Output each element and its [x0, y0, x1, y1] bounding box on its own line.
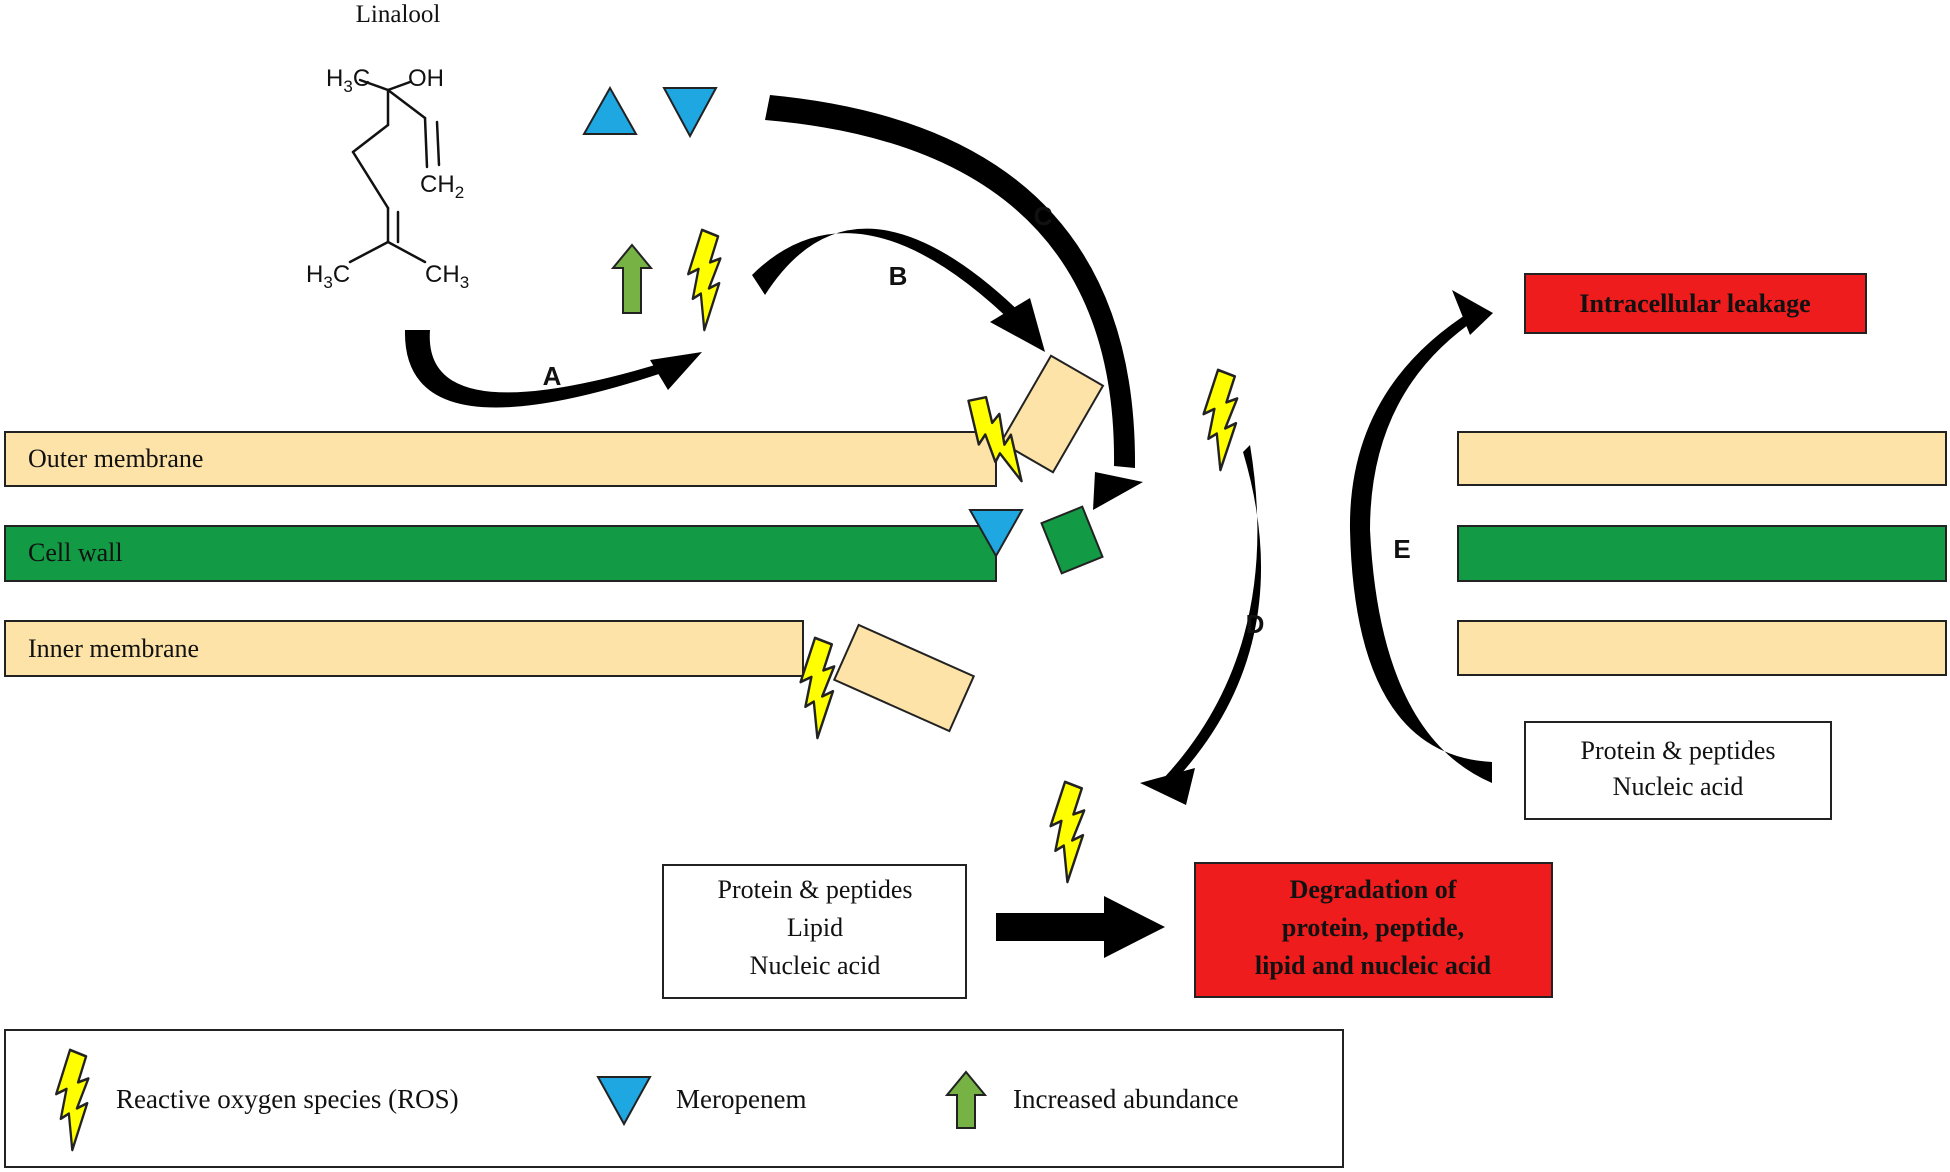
legend-ros-label: Reactive oxygen species (ROS): [116, 1084, 459, 1114]
arrow-d: [1140, 445, 1262, 805]
linalool-structure: [348, 78, 441, 264]
cell-wall-right: [1457, 525, 1947, 582]
inner-membrane-fragment: [832, 623, 976, 733]
ros-bolt-inner-icon: [799, 636, 836, 740]
step-label-d: D: [1246, 609, 1265, 639]
inner-membrane-left: [4, 620, 804, 677]
outer-membrane-fragment: [999, 354, 1105, 474]
center-contents-line-1: Protein & peptides: [718, 875, 913, 904]
legend-box: [4, 1029, 1344, 1168]
legend-increase-icon: [944, 1070, 988, 1129]
arrow-b: [752, 228, 1045, 352]
outer-membrane-label: Outer membrane: [28, 444, 203, 473]
cell-wall-label: Cell wall: [28, 538, 123, 567]
arrow-e: [1349, 290, 1493, 783]
inner-membrane-label: Inner membrane: [28, 634, 199, 663]
leakage-label: Intracellular leakage: [1579, 289, 1810, 318]
step-label-c: C: [1034, 201, 1053, 231]
cell-wall-fragment: [1040, 505, 1104, 575]
increase-arrow-icon: [610, 243, 654, 314]
arrow-degradation: [996, 896, 1165, 958]
molecule-name: Linalool: [356, 1, 441, 28]
meropenem-down-icon: [662, 87, 718, 139]
center-contents-line-3: Nucleic acid: [750, 951, 881, 980]
step-label-a: A: [543, 361, 562, 391]
outer-membrane-left: [4, 431, 997, 487]
label-h3c-top: H3C: [326, 65, 370, 96]
outer-membrane-right: [1457, 431, 1947, 486]
arrow-c: [765, 95, 1143, 510]
legend-meropenem-icon: [596, 1076, 652, 1127]
molecule-atom-labels: H3C OH CH2 H3C CH3: [306, 65, 469, 292]
legend-meropenem-label: Meropenem: [676, 1084, 806, 1114]
step-label-b: B: [889, 261, 908, 291]
inner-membrane-right: [1457, 620, 1947, 676]
ros-bolt-lower-icon: [1049, 780, 1086, 884]
legend-increase-label: Increased abundance: [1013, 1084, 1239, 1114]
ros-bolt-icon: [686, 228, 722, 332]
step-label-e: E: [1393, 534, 1410, 564]
degradation-box: [1194, 862, 1553, 998]
degradation-line-2: protein, peptide,: [1282, 913, 1464, 942]
leakage-box: [1524, 273, 1867, 334]
label-h3c-bottom: H3C: [306, 261, 350, 292]
meropenem-bound-icon: [968, 509, 1024, 559]
degradation-line-1: Degradation of: [1290, 875, 1457, 904]
label-oh: OH: [408, 65, 444, 92]
meropenem-up-icon: [582, 85, 638, 135]
arrow-a: [404, 330, 702, 408]
center-contents-box: [662, 864, 967, 999]
ros-bolt-free-icon: [1202, 368, 1239, 472]
right-contents-line-2: Nucleic acid: [1613, 772, 1744, 801]
label-ch2: CH2: [420, 171, 464, 202]
right-contents-line-1: Protein & peptides: [1581, 736, 1776, 765]
cell-wall-left: [4, 525, 997, 582]
center-contents-line-2: Lipid: [787, 913, 843, 942]
label-ch3: CH3: [425, 261, 469, 292]
right-contents-box: [1524, 721, 1832, 820]
degradation-line-3: lipid and nucleic acid: [1255, 951, 1492, 980]
